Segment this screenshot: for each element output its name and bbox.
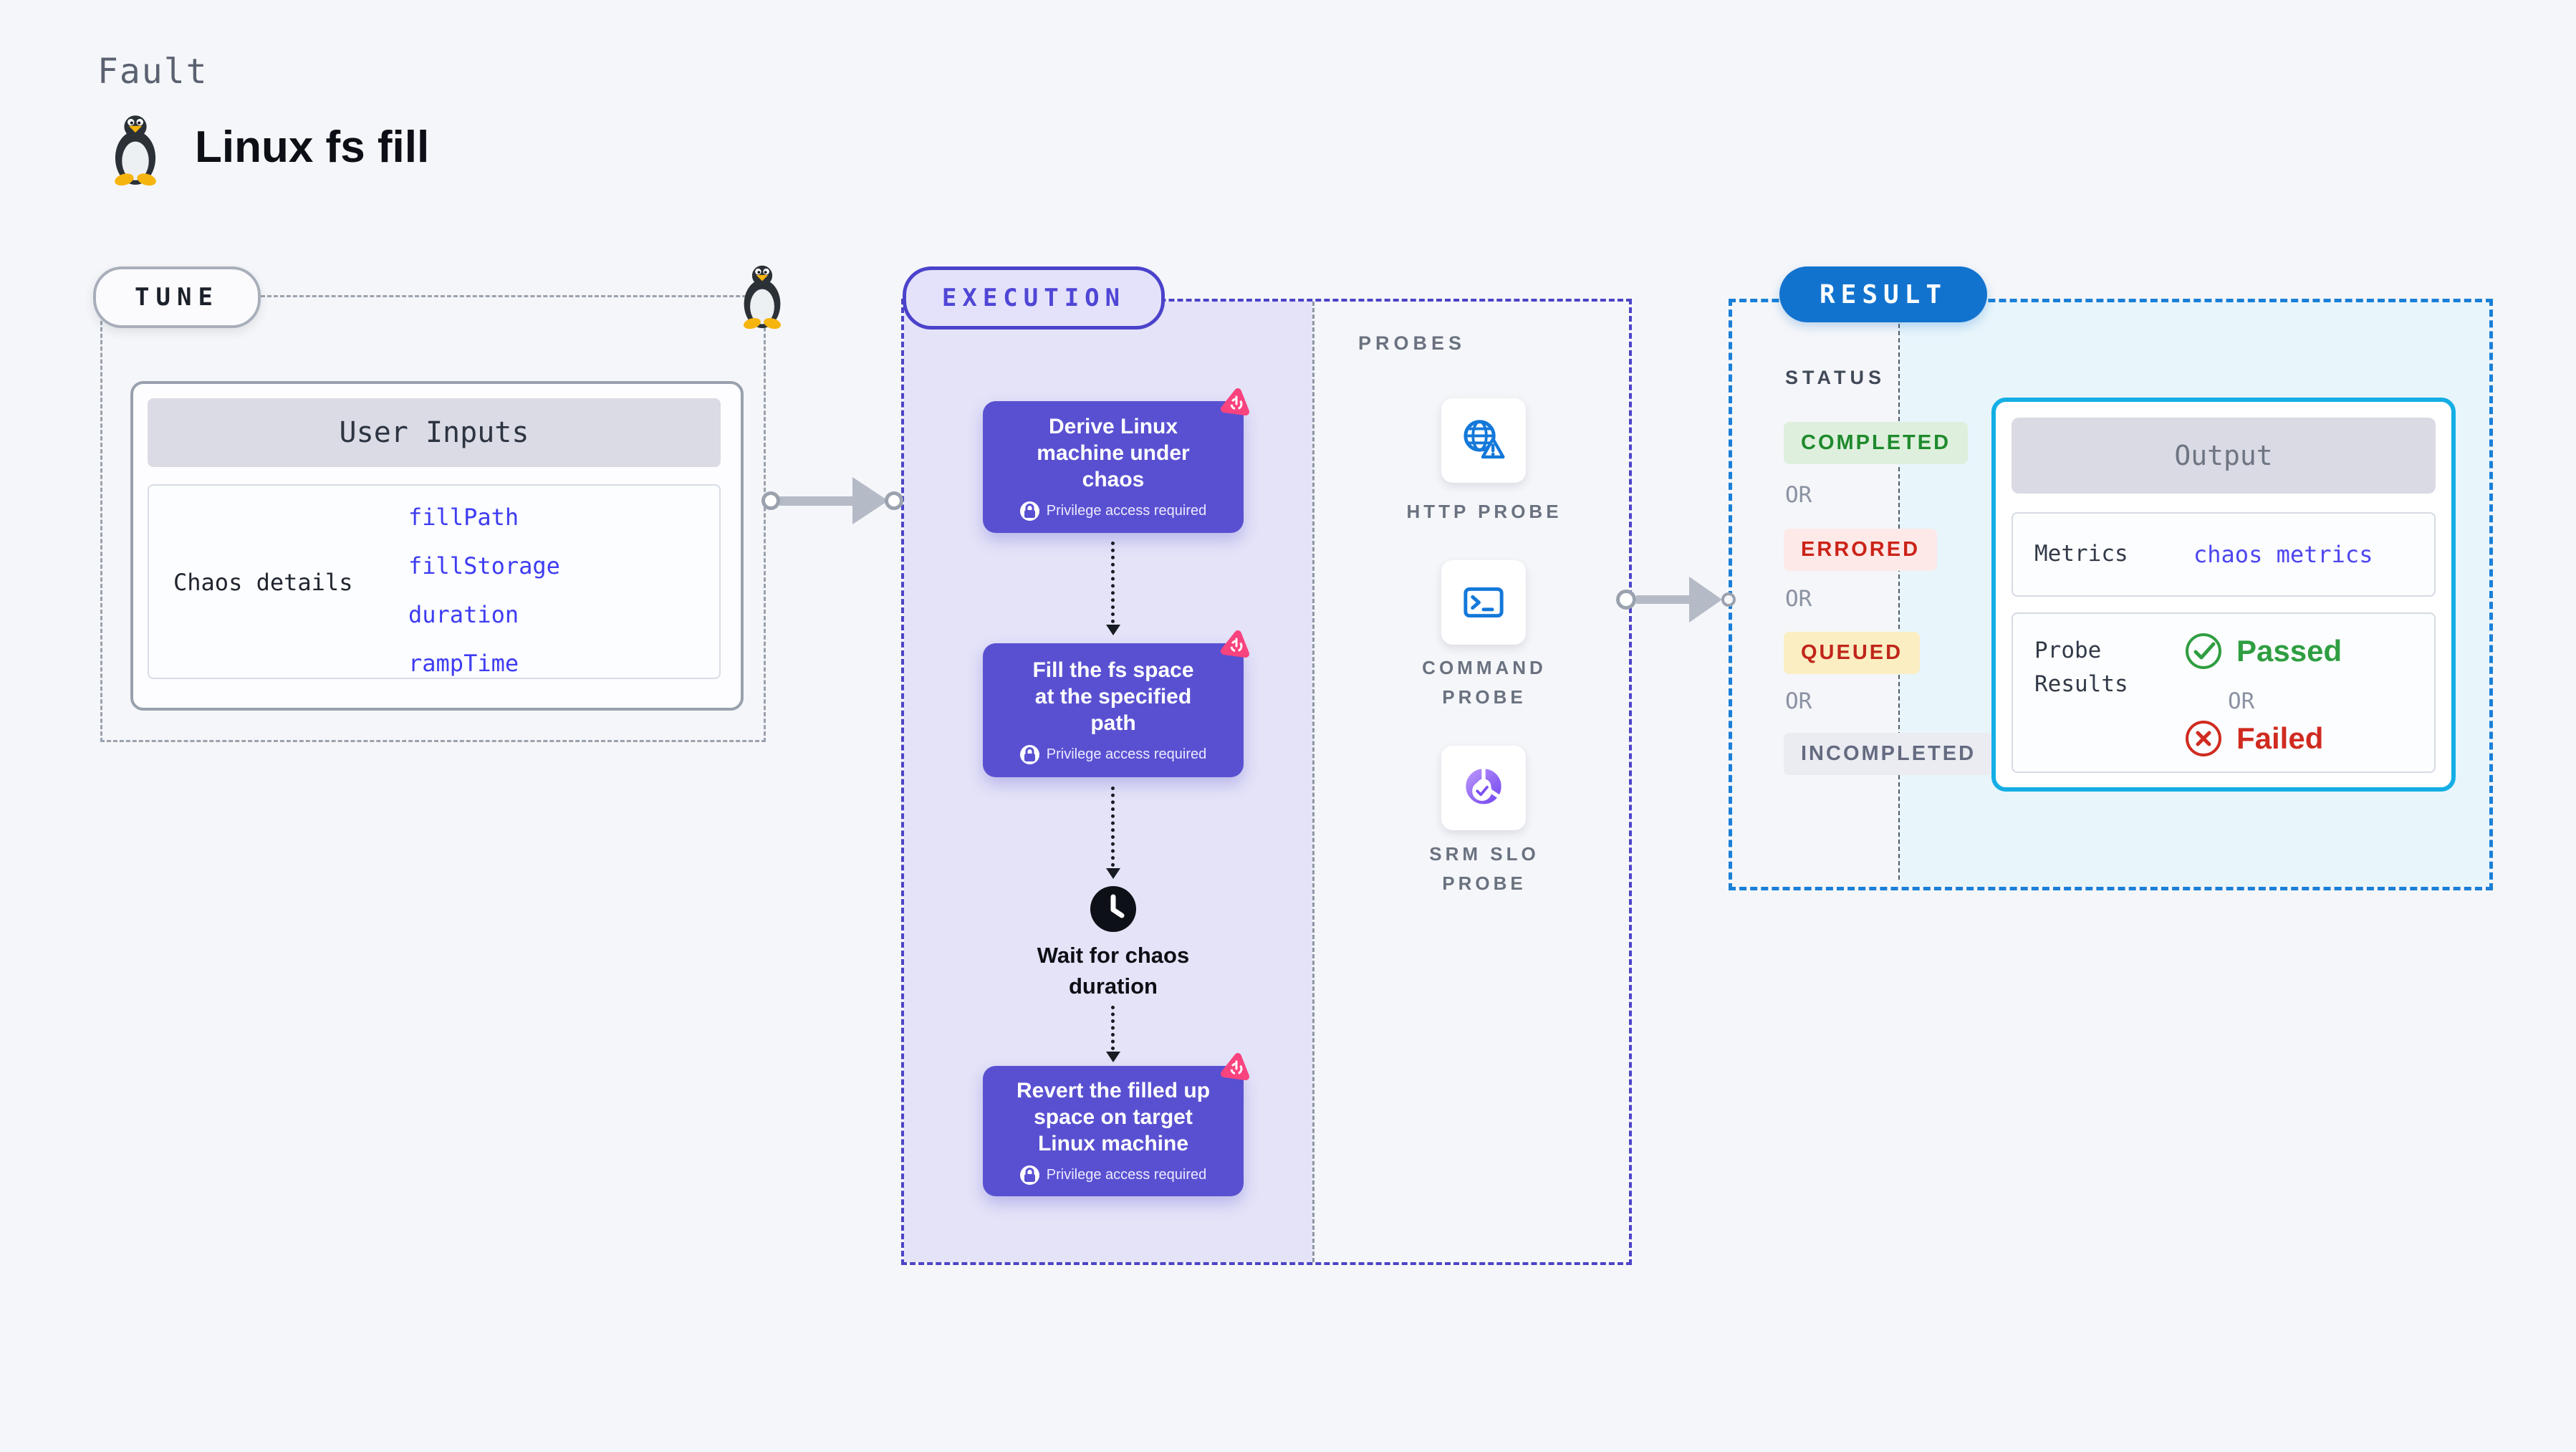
param-fillpath: fillPath bbox=[408, 504, 519, 531]
arrow-right-icon bbox=[852, 477, 888, 524]
probe-results-line: Probe bbox=[2034, 638, 2102, 663]
arrow-right-icon bbox=[1689, 577, 1722, 622]
or-label: OR bbox=[1785, 688, 1812, 714]
failed-label: Failed bbox=[2236, 721, 2324, 755]
step-text: Fill the fs space bbox=[1032, 658, 1194, 682]
lock-icon bbox=[1019, 501, 1039, 521]
wait-step-label: Wait for chaos duration bbox=[983, 940, 1244, 1001]
status-badge-incompleted: INCOMPLETED bbox=[1784, 733, 1994, 775]
param-fillstorage: fillStorage bbox=[408, 552, 560, 580]
privilege-row: Privilege access required bbox=[1019, 501, 1207, 521]
privilege-label: Privilege access required bbox=[1046, 503, 1207, 519]
status-badge-errored: ERRORED bbox=[1784, 529, 1938, 571]
http-probe-label: HTTP PROBE bbox=[1391, 497, 1577, 527]
tune-pill: TUNE bbox=[93, 266, 261, 328]
step-revert-space: Revert the filled up space on target Lin… bbox=[983, 1066, 1244, 1196]
user-inputs-header: User Inputs bbox=[148, 398, 721, 467]
srm-slo-probe-card bbox=[1441, 746, 1526, 830]
connector-end-dot bbox=[885, 491, 903, 510]
probe-results-row: Probe Results Passed OR Failed bbox=[2012, 612, 2436, 773]
globe-alert-icon bbox=[1464, 420, 1505, 459]
flow-connector bbox=[1111, 787, 1115, 867]
execution-probes-divider bbox=[1312, 302, 1315, 1262]
step-text: chaos bbox=[1082, 468, 1145, 491]
http-probe-card bbox=[1441, 398, 1526, 483]
param-ramptime: rampTime bbox=[408, 650, 519, 677]
probe-results-line: Results bbox=[2034, 671, 2128, 697]
output-card: Output Metrics chaos metrics Probe Resul… bbox=[1991, 398, 2456, 792]
chaos-fault-icon bbox=[1218, 1052, 1251, 1085]
privilege-row: Privilege access required bbox=[1019, 1165, 1207, 1185]
connector-line bbox=[1636, 595, 1691, 604]
or-label: OR bbox=[2228, 688, 2255, 714]
step-text: Linux machine bbox=[1037, 1132, 1189, 1155]
status-badge-queued: QUEUED bbox=[1784, 632, 1921, 674]
step-text: Revert the filled up bbox=[1016, 1079, 1211, 1102]
step-text: path bbox=[1090, 711, 1136, 735]
connector-start-dot bbox=[1616, 590, 1636, 610]
slo-donut-icon bbox=[1466, 766, 1501, 804]
wait-line: duration bbox=[1069, 973, 1158, 999]
probe-label-line: HTTP PROBE bbox=[1406, 501, 1562, 522]
chaos-fault-icon bbox=[1218, 387, 1251, 420]
privilege-label: Privilege access required bbox=[1046, 746, 1207, 762]
status-badge-completed: COMPLETED bbox=[1784, 422, 1969, 464]
x-circle-icon bbox=[2186, 721, 2221, 756]
flow-connector bbox=[1111, 1006, 1115, 1050]
wait-line: Wait for chaos bbox=[1037, 943, 1190, 968]
terminal-icon bbox=[1464, 587, 1504, 618]
metrics-value: chaos metrics bbox=[2193, 541, 2373, 568]
privilege-row: Privilege access required bbox=[1019, 744, 1207, 764]
status-heading: STATUS bbox=[1785, 367, 1885, 388]
lock-icon bbox=[1019, 744, 1039, 764]
passed-verdict: Passed bbox=[2183, 631, 2342, 671]
arrow-down-icon bbox=[1106, 868, 1120, 879]
penguin-icon bbox=[742, 265, 782, 330]
param-duration: duration bbox=[408, 601, 519, 628]
probe-label-line: SRM SLO bbox=[1429, 843, 1539, 865]
arrow-down-icon bbox=[1106, 625, 1120, 635]
privilege-label: Privilege access required bbox=[1046, 1167, 1207, 1183]
metrics-label: Metrics bbox=[2034, 541, 2128, 567]
probes-heading: PROBES bbox=[1358, 332, 1466, 354]
srm-slo-probe-label: SRM SLO PROBE bbox=[1391, 840, 1577, 898]
step-fill-fs-space: Fill the fs space at the specified path … bbox=[983, 643, 1244, 777]
command-probe-card bbox=[1441, 560, 1526, 645]
user-inputs-card: User Inputs Chaos details fillPath fillS… bbox=[130, 381, 744, 711]
step-derive-machine: Derive Linux machine under chaos Privile… bbox=[983, 401, 1244, 533]
failed-verdict: Failed bbox=[2183, 718, 2323, 759]
execution-pill: EXECUTION bbox=[903, 266, 1165, 330]
chaos-details-label: Chaos details bbox=[173, 569, 353, 596]
chaos-params-box: Chaos details fillPath fillStorage durat… bbox=[148, 484, 721, 679]
result-pill: RESULT bbox=[1779, 266, 1987, 322]
step-text: space on target bbox=[1034, 1105, 1193, 1129]
connector-line bbox=[779, 496, 854, 506]
step-text: machine under bbox=[1037, 441, 1190, 465]
probe-label-line: PROBE bbox=[1442, 686, 1527, 708]
probe-label-line: COMMAND bbox=[1422, 657, 1547, 678]
step-text: Derive Linux bbox=[1048, 415, 1178, 438]
connector-end-dot bbox=[1721, 592, 1736, 607]
probe-label-line: PROBE bbox=[1442, 872, 1527, 894]
probe-results-label: Probe Results bbox=[2034, 634, 2128, 701]
connector-start-dot bbox=[761, 491, 780, 510]
arrow-down-icon bbox=[1106, 1052, 1120, 1062]
check-circle-icon bbox=[2186, 633, 2221, 669]
penguin-icon bbox=[113, 115, 158, 186]
flow-connector bbox=[1111, 542, 1115, 623]
metrics-row: Metrics chaos metrics bbox=[2012, 512, 2436, 597]
status-output-divider bbox=[1898, 302, 1900, 880]
output-header: Output bbox=[2012, 418, 2436, 494]
clock-icon bbox=[1090, 886, 1136, 932]
fault-eyebrow: Fault bbox=[97, 52, 208, 92]
chaos-fault-icon bbox=[1218, 629, 1251, 662]
command-probe-label: COMMAND PROBE bbox=[1391, 653, 1577, 712]
lock-icon bbox=[1019, 1165, 1039, 1185]
tune-section bbox=[100, 295, 766, 742]
passed-label: Passed bbox=[2236, 634, 2342, 668]
page-title: Linux fs fill bbox=[195, 122, 430, 172]
or-label: OR bbox=[1785, 482, 1812, 508]
step-text: at the specified bbox=[1034, 684, 1192, 708]
or-label: OR bbox=[1785, 586, 1812, 612]
